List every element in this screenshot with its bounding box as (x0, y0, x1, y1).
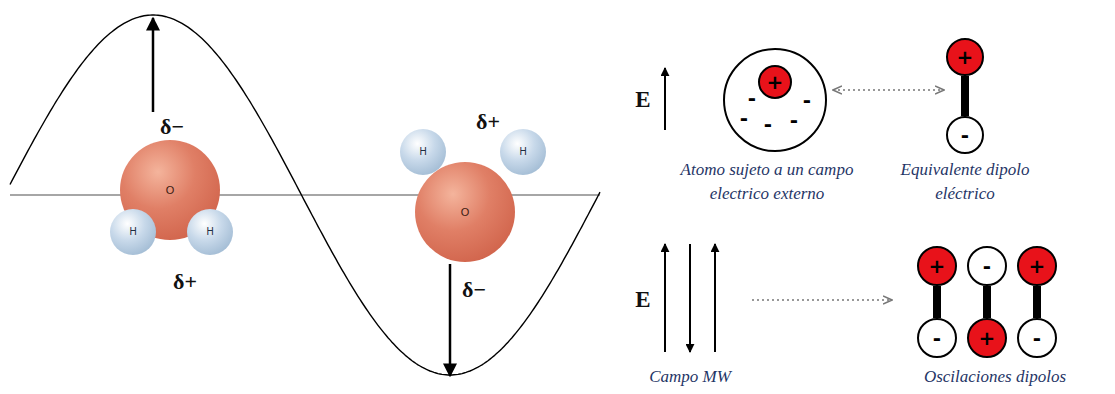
node-text: H (129, 227, 136, 237)
field-symbol: E (635, 287, 650, 313)
hydrogen-atom: H (400, 129, 446, 175)
charge-sign: - (803, 90, 811, 110)
dipole-bond (983, 286, 991, 318)
atom-circle: -----+ (723, 48, 827, 152)
dipole-bond (1033, 286, 1041, 318)
node-text: H (519, 147, 526, 157)
caption-text: Campo MW (649, 365, 731, 389)
oxygen-atom: O (415, 162, 515, 262)
node-text: - (933, 328, 941, 348)
node-text: O (166, 185, 175, 196)
dipole-bond (933, 286, 941, 318)
charge-label: δ+ (173, 269, 197, 295)
hydrogen-atom: H (110, 209, 156, 255)
positive-pole: + (917, 246, 957, 286)
negative-pole: - (917, 318, 957, 358)
node-text: O (461, 207, 470, 218)
node-text: + (1029, 256, 1046, 276)
caption-text: Equivalente dipolo eléctrico (890, 158, 1040, 206)
negative-pole: - (946, 116, 984, 154)
positive-pole: + (967, 318, 1007, 358)
charge-label: δ+ (476, 109, 500, 135)
node-text: - (961, 125, 969, 145)
hydrogen-atom: H (187, 209, 233, 255)
charge-label: δ− (462, 277, 486, 303)
negative-pole: - (967, 246, 1007, 286)
negative-pole: - (1017, 318, 1057, 358)
field-arrow (714, 244, 716, 352)
field-arrow (689, 244, 691, 352)
charge-sign: - (790, 110, 798, 130)
positive-pole: + (758, 65, 792, 99)
node-text: H (206, 227, 213, 237)
charge-label: δ− (160, 114, 184, 140)
node-text: - (1033, 328, 1041, 348)
charge-sign: - (740, 108, 748, 128)
dipole-bond (961, 76, 969, 116)
node-text: + (957, 47, 974, 67)
node-text: + (929, 256, 946, 276)
dotted-arrow (752, 299, 892, 301)
positive-pole: + (1017, 246, 1057, 286)
charge-sign: - (764, 114, 772, 134)
caption-text: Oscilaciones dipolos (924, 365, 1066, 389)
node-text: H (419, 147, 426, 157)
hydrogen-atom: H (500, 129, 546, 175)
node-text: + (767, 72, 784, 92)
positive-pole: + (946, 38, 984, 76)
sine-wave (10, 15, 600, 375)
node-text: - (983, 256, 991, 276)
field-symbol: E (635, 87, 650, 113)
field-arrow (152, 18, 155, 112)
caption-text: Atomo sujeto a un campo electrico extern… (667, 158, 867, 206)
field-arrow (664, 244, 666, 352)
field-arrow (449, 264, 452, 376)
charge-sign: - (748, 88, 756, 108)
field-arrow (664, 68, 666, 130)
node-text: + (979, 328, 996, 348)
dotted-arrow (833, 89, 944, 91)
